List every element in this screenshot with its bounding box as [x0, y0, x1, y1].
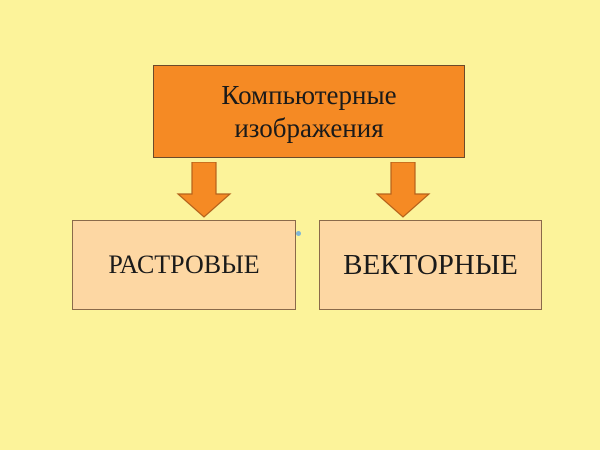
down-arrow-icon-left [176, 162, 232, 218]
bullet-dot [296, 231, 301, 236]
root-node-label-line-1: Компьютерные [221, 79, 397, 110]
child-node-vector-label: ВЕКТОРНЫЕ [343, 248, 518, 281]
root-node-label-line-2: изображения [234, 112, 384, 143]
child-node-raster: РАСТРОВЫЕ [72, 220, 296, 310]
down-arrow-icon-right [375, 162, 431, 218]
child-node-vector: ВЕКТОРНЫЕ [319, 220, 542, 310]
root-node-label: Компьютерные изображения [221, 79, 396, 145]
root-node-computer-images: Компьютерные изображения [153, 65, 465, 158]
child-node-raster-label: РАСТРОВЫЕ [108, 250, 260, 279]
